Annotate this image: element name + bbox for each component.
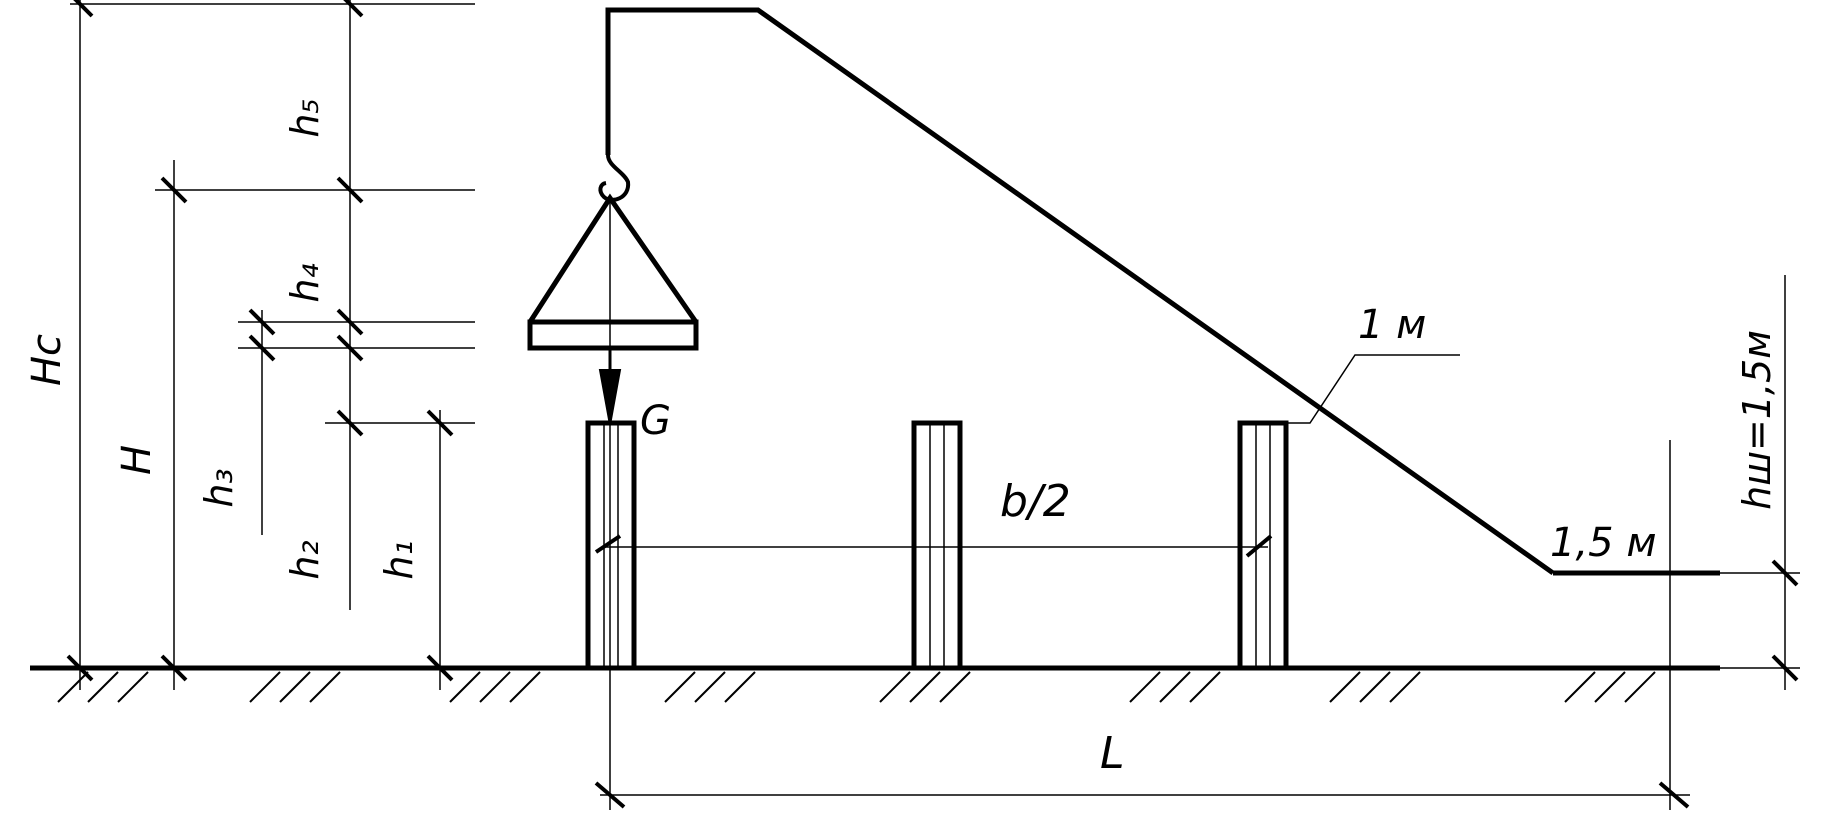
label-1-5m: 1,5 м — [1550, 520, 1657, 566]
post-1 — [585, 420, 637, 671]
labels: Hc H h₅ h₄ h₃ h₂ h₁ G b/2 L 1 м 1,5 м hш… — [24, 98, 1779, 779]
label-G: G — [640, 398, 671, 444]
label-1m: 1 м — [1358, 302, 1426, 348]
crane — [598, 7, 1720, 576]
dimension-ticks — [66, 0, 1799, 809]
label-H: H — [114, 445, 160, 475]
post-2 — [911, 420, 963, 671]
ground-hatching — [57, 671, 1656, 703]
posts — [585, 420, 1289, 671]
ground — [30, 665, 1720, 703]
label-h2: h₂ — [283, 540, 327, 579]
label-hsh: hш=1,5м — [1735, 330, 1779, 510]
extension-lines — [70, 3, 1800, 669]
force-arrow-icon — [598, 369, 622, 426]
label-h4: h₄ — [283, 263, 327, 302]
sling-icon — [527, 193, 699, 324]
label-b-half: b/2 — [1000, 476, 1071, 527]
label-h3: h₃ — [197, 468, 241, 507]
leader-1m — [1288, 354, 1460, 424]
label-L: L — [1100, 728, 1125, 779]
label-h5: h₅ — [283, 98, 327, 137]
vertical-dimensions — [79, 0, 1786, 690]
crane-jib — [605, 7, 1555, 576]
label-h1: h₁ — [377, 540, 421, 579]
post-3 — [1237, 420, 1289, 671]
span-dimensions — [600, 354, 1690, 810]
label-Hc: Hc — [24, 334, 70, 386]
load-block — [527, 319, 699, 351]
suspended-load — [527, 193, 699, 810]
hook-icon — [598, 154, 631, 202]
